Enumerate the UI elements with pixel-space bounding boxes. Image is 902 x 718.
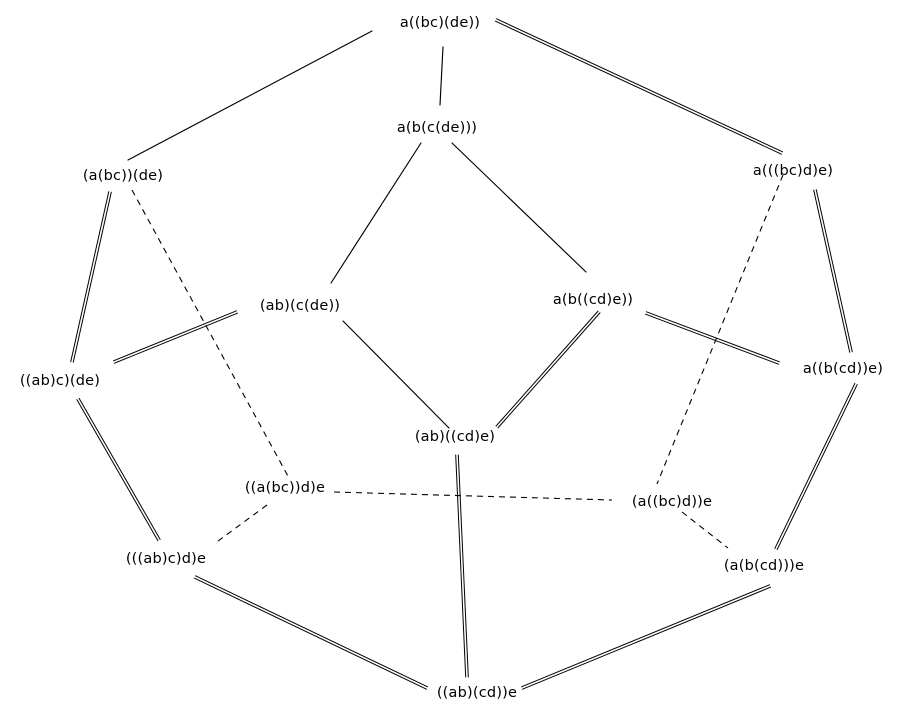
edge-n1-n4-stroke-2 bbox=[496, 18, 784, 153]
node-a-b-cd-e: a(b((cd)e)) bbox=[553, 292, 633, 308]
edge-n9-n14 bbox=[455, 454, 469, 678]
edge-n3-n7 bbox=[70, 191, 112, 363]
edge-n6-n8-stroke-2 bbox=[645, 311, 780, 363]
node-abc-d-e: (((ab)c)d)e bbox=[126, 551, 206, 567]
edge-n8-n13-stroke-2 bbox=[776, 384, 858, 551]
node-a-bcd-e: a(((bc)d)e) bbox=[753, 163, 833, 179]
node-ab-cd-e-2: ((ab)(cd))e bbox=[437, 685, 517, 701]
edge-n6-n9-stroke-1 bbox=[495, 310, 599, 427]
nodes-layer: a((bc)(de)) a(b(c(de))) (a(bc))(de) a(((… bbox=[20, 15, 883, 701]
edge-n2-n5 bbox=[330, 142, 422, 284]
edge-n1-n4-stroke-1 bbox=[494, 20, 782, 155]
edge-n4-n11 bbox=[656, 174, 784, 485]
edge-n6-n9 bbox=[495, 310, 601, 429]
edge-n3-n7-stroke-1 bbox=[70, 191, 110, 363]
node-a-bc-d-e-2: (a((bc)d))e bbox=[632, 494, 712, 510]
edge-n13-n14 bbox=[521, 584, 771, 690]
edge-n12-n14 bbox=[193, 575, 429, 690]
edge-n10-n11 bbox=[333, 491, 613, 501]
edge-n4-n8-stroke-1 bbox=[813, 189, 851, 353]
edge-n9-n14-stroke-2 bbox=[457, 454, 469, 678]
edge-n1-n2 bbox=[439, 46, 444, 106]
edge-n13-n14-stroke-1 bbox=[521, 584, 771, 688]
edge-n8-n13 bbox=[774, 382, 858, 551]
node-a-b-cd-e-3: (a(b(cd)))e bbox=[724, 558, 804, 574]
node-ab-c-de-2: ((ab)c)(de) bbox=[20, 373, 100, 389]
edge-n4-n8 bbox=[813, 189, 853, 353]
edge-n3-n7-stroke-2 bbox=[72, 191, 112, 363]
node-ab-c-de: (ab)(c(de)) bbox=[260, 298, 340, 314]
edge-n5-n9 bbox=[342, 320, 450, 429]
edge-n7-n12-stroke-1 bbox=[76, 399, 159, 542]
node-a-bc-d-e: ((a(bc))d)e bbox=[245, 480, 325, 496]
edge-n10-n12 bbox=[213, 504, 268, 545]
edge-n5-n7-stroke-2 bbox=[113, 312, 238, 364]
edge-n4-n8-stroke-2 bbox=[815, 189, 853, 353]
node-abc-de: (a(bc))(de) bbox=[83, 168, 163, 184]
node-a-b-c-de: a(b(c(de))) bbox=[397, 120, 477, 136]
edge-n2-n6 bbox=[451, 142, 587, 273]
edge-n5-n7 bbox=[113, 310, 238, 364]
edges-layer bbox=[70, 18, 858, 690]
edge-n5-n7-stroke-1 bbox=[113, 310, 238, 362]
edge-n6-n9-stroke-2 bbox=[497, 312, 601, 429]
edge-n12-n14-stroke-2 bbox=[195, 575, 429, 688]
edge-n12-n14-stroke-1 bbox=[193, 577, 427, 690]
node-ab-cd-e: (ab)((cd)e) bbox=[415, 429, 495, 445]
edge-n7-n12-stroke-2 bbox=[78, 397, 161, 540]
edge-n1-n4 bbox=[494, 18, 784, 155]
edge-n7-n12 bbox=[76, 397, 161, 542]
node-a-b-cd-e-2: a((b(cd))e) bbox=[803, 361, 883, 377]
edge-n6-n8-stroke-1 bbox=[645, 313, 780, 365]
edge-n8-n13-stroke-1 bbox=[774, 382, 856, 549]
node-a-bc-de: a((bc)(de)) bbox=[400, 15, 480, 31]
edge-n6-n8 bbox=[645, 311, 780, 365]
edge-n9-n14-stroke-1 bbox=[455, 454, 467, 678]
edge-n11-n13 bbox=[681, 511, 729, 549]
edge-n3-n10 bbox=[131, 189, 290, 479]
edge-n1-n3 bbox=[127, 30, 373, 161]
edge-n13-n14-stroke-2 bbox=[521, 586, 771, 690]
